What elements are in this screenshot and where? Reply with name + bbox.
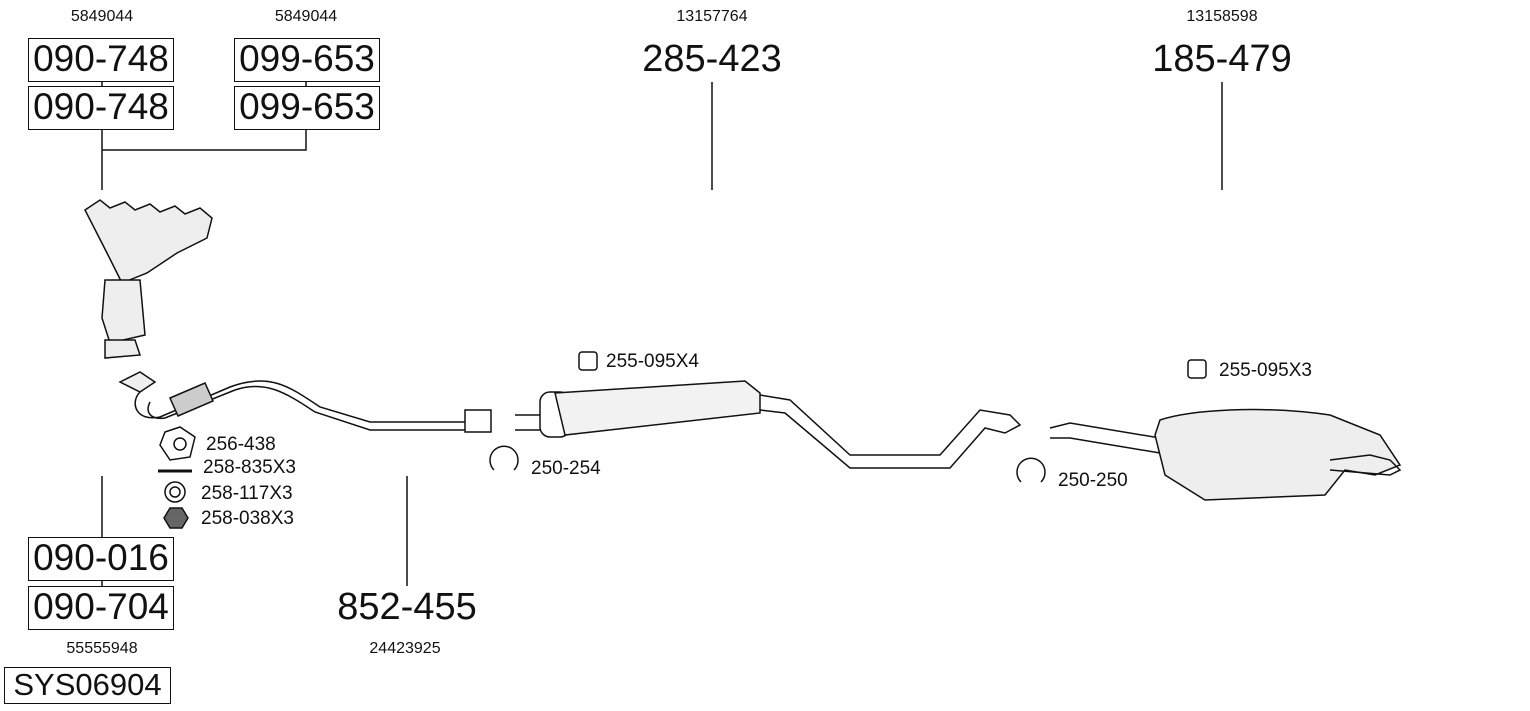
clamp-label-rear[interactable]: 250-250	[1058, 470, 1128, 491]
part-number-middle[interactable]: 285-423	[642, 38, 782, 80]
washer-icon	[164, 481, 186, 503]
fitting-label-gasket[interactable]: 256-438	[206, 434, 276, 455]
gasket-icon	[159, 426, 196, 461]
oe-number-middle: 13157764	[676, 8, 748, 25]
clamp-icon-middle	[489, 445, 519, 471]
rear-silencer-drawing	[1049, 408, 1402, 501]
part-box-bottom-1[interactable]: 090-016	[28, 537, 174, 581]
clamp-label-middle[interactable]: 250-254	[531, 458, 601, 479]
part-number-front-pipe[interactable]: 852-455	[337, 586, 477, 628]
fitting-label-bolt[interactable]: 258-835X3	[203, 457, 296, 478]
fitting-label-nut[interactable]: 258-038X3	[201, 508, 294, 529]
oe-number-front-pipe: 24423925	[369, 640, 441, 657]
rubber-mount-icon-rear	[1187, 359, 1207, 379]
oe-number-manifold-b: 5849044	[274, 8, 338, 25]
part-box-manifold-a2[interactable]: 090-748	[28, 86, 174, 130]
leader-line-manifold	[101, 82, 307, 190]
rubber-mount-icon-middle	[578, 351, 598, 371]
mount-label-middle[interactable]: 255-095X4	[606, 351, 699, 372]
oe-number-manifold-a: 5849044	[70, 8, 134, 25]
part-number-rear[interactable]: 185-479	[1152, 38, 1292, 80]
manifold-catalyst-drawing	[84, 199, 213, 359]
front-pipe-drawing	[118, 371, 492, 433]
nut-icon	[163, 507, 189, 529]
part-box-manifold-b1[interactable]: 099-653	[234, 38, 380, 82]
part-box-manifold-b2[interactable]: 099-653	[234, 86, 380, 130]
middle-silencer-drawing	[515, 380, 1022, 469]
part-box-bottom-2[interactable]: 090-704	[28, 586, 174, 630]
oe-number-rear: 13158598	[1186, 8, 1258, 25]
part-box-manifold-a1[interactable]: 090-748	[28, 38, 174, 82]
gasket-hole-icon	[173, 437, 187, 451]
mount-label-rear[interactable]: 255-095X3	[1219, 360, 1312, 381]
fitting-label-washer[interactable]: 258-117X3	[201, 483, 293, 504]
system-id-box: SYS06904	[4, 667, 171, 704]
clamp-icon-rear	[1016, 457, 1046, 483]
oe-number-bottom-left: 55555948	[66, 640, 138, 657]
